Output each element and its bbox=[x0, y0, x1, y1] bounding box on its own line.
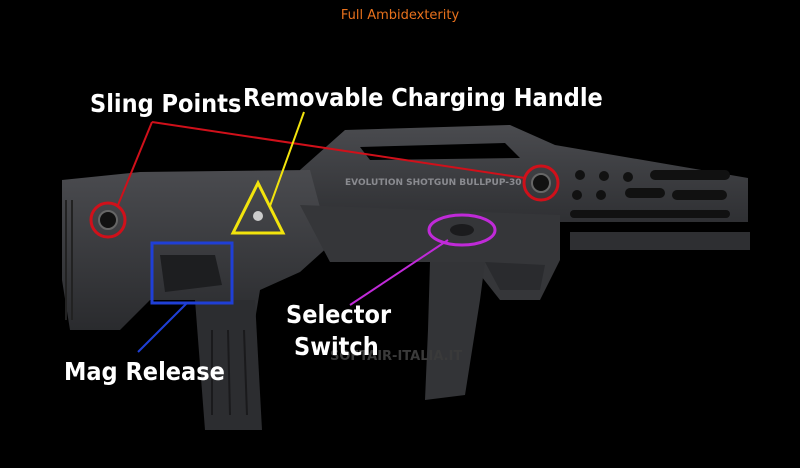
selector-pointer bbox=[349, 239, 449, 306]
model-engraving: EVOLUTION SHOTGUN BULLPUP-30 bbox=[345, 178, 522, 188]
sling-marker-front bbox=[522, 164, 560, 202]
barrel-tube bbox=[570, 232, 750, 250]
stock-ribs bbox=[65, 200, 73, 320]
selector-label-line2: Switch bbox=[294, 332, 379, 361]
selector-lever bbox=[450, 224, 474, 236]
stock bbox=[62, 170, 330, 330]
biohazard-warning-icon bbox=[230, 179, 286, 235]
pistol-grip bbox=[425, 262, 485, 400]
charging-handle-annotation: Removable Charging Handle bbox=[230, 83, 603, 235]
sling-points-label: Sling Points bbox=[90, 89, 241, 118]
mag-release-lever bbox=[160, 255, 222, 292]
mag-release-annotation: Mag Release bbox=[64, 241, 234, 386]
rear-sling-point bbox=[98, 210, 118, 230]
sling-pointer-front bbox=[151, 121, 526, 179]
watermark-text: SOFTAIR-ITALIA.IT bbox=[330, 349, 462, 364]
mag-release-marker bbox=[150, 241, 234, 305]
handle-cutout bbox=[360, 143, 520, 160]
magazine-ribs bbox=[211, 329, 248, 416]
mag-release-pointer bbox=[137, 302, 188, 353]
selector-switch-annotation: Selector Switch bbox=[286, 213, 497, 361]
sling-marker-rear bbox=[89, 201, 127, 239]
handguard-vents bbox=[570, 170, 730, 218]
mag-release-label: Mag Release bbox=[64, 357, 225, 386]
charging-pointer bbox=[269, 111, 305, 207]
biohazard-symbol bbox=[253, 211, 263, 221]
sling-pointer-rear bbox=[117, 121, 153, 206]
selector-label-line1: Selector bbox=[286, 300, 392, 329]
page-caption: Full Ambidexterity bbox=[340, 8, 460, 23]
trigger-guard bbox=[485, 262, 545, 290]
sling-points-annotation: Sling Points bbox=[89, 89, 560, 239]
selector-marker bbox=[427, 213, 497, 247]
charging-handle-label: Removable Charging Handle bbox=[243, 83, 603, 112]
front-sling-point bbox=[531, 173, 551, 193]
